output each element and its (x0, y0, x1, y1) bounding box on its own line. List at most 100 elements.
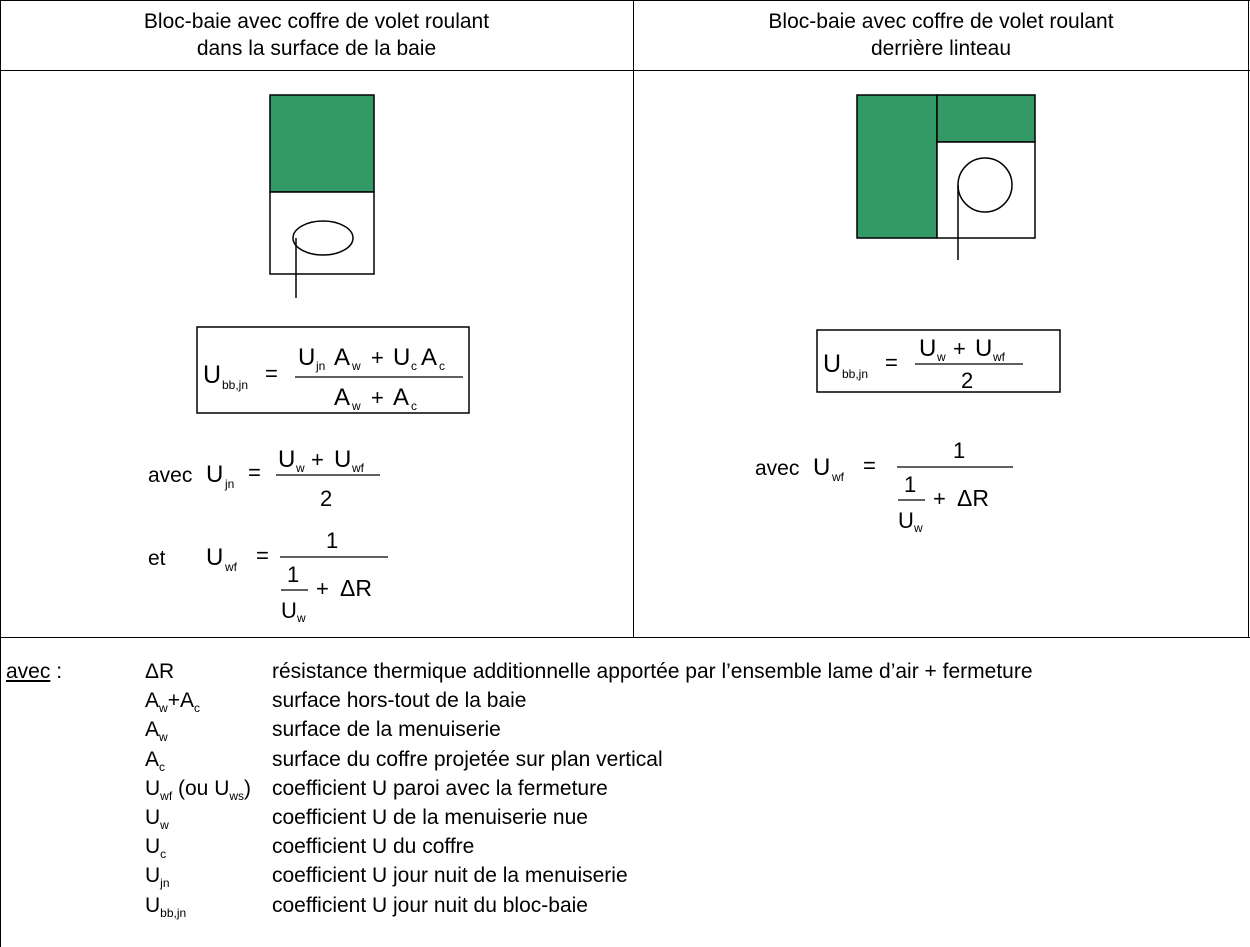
left-window-handle-icon (292, 220, 354, 256)
header-divider (0, 70, 1250, 71)
legend-intro-word: avec (6, 660, 51, 683)
left-main-formula-box (196, 326, 470, 414)
svg-text:jn: jn (315, 359, 325, 373)
svg-text:U: U (206, 544, 223, 571)
header-left-line2: dans la surface de la baie (196, 37, 437, 60)
svg-text:w: w (351, 359, 361, 373)
svg-text:A: A (393, 384, 409, 411)
svg-text:2: 2 (961, 368, 973, 393)
svg-text:1: 1 (904, 472, 916, 497)
legend-symbol: Ujn (145, 864, 170, 891)
table-border-left (0, 0, 1, 947)
svg-text:+: + (316, 576, 329, 601)
right-wall-green (856, 94, 938, 239)
svg-text:U: U (298, 344, 315, 371)
legend-symbol: Ubb,jn (145, 893, 187, 920)
svg-text:U: U (393, 344, 410, 371)
svg-text:=: = (248, 460, 261, 485)
legend-symbol: Ac (145, 747, 166, 774)
svg-text:A: A (334, 344, 350, 371)
legend-description: coefficient U paroi avec la fermeture (272, 776, 608, 800)
left-main-formula: U bb,jn = U jn A w + U c A c A w + A c (196, 326, 470, 414)
legend-intro-colon: : (56, 660, 63, 683)
body-divider (0, 637, 1250, 638)
lhs-sub: bb,jn (222, 378, 248, 392)
legend-symbol: Aw (145, 718, 168, 745)
svg-text:jn: jn (224, 477, 234, 491)
legend-description: surface du coffre projetée sur plan vert… (272, 747, 663, 771)
lhs-U: U (203, 361, 221, 389)
header-right-line2: derrière linteau (870, 37, 1012, 60)
legend-description: surface de la menuiserie (272, 718, 501, 742)
svg-text:wf: wf (224, 560, 238, 574)
legend-description: surface hors-tout de la baie (272, 689, 527, 713)
legend-symbol: Uc (145, 835, 167, 862)
right-uwf-formula: avec U wf = 1 1 U w + ΔR (755, 438, 1013, 535)
left-bay-diagram (269, 94, 375, 298)
svg-text:1: 1 (287, 562, 299, 587)
svg-text:=: = (885, 350, 898, 375)
svg-text:ΔR: ΔR (340, 575, 372, 601)
svg-text:+: + (371, 385, 384, 410)
svg-text:c: c (439, 359, 445, 373)
lhs-eq: = (265, 361, 278, 386)
svg-text:1: 1 (953, 438, 965, 463)
right-main-formula: U bb,jn = U w + U wf 2 (816, 329, 1061, 393)
left-window-frame (269, 191, 375, 275)
header-right-line1: Bloc-baie avec coffre de volet roulant (768, 10, 1114, 33)
column-divider (633, 0, 634, 637)
svg-text:w: w (936, 350, 946, 364)
table-border-top (0, 0, 1250, 1)
svg-text:U: U (975, 335, 992, 362)
header-left-line1: Bloc-baie avec coffre de volet roulant (143, 10, 490, 33)
svg-text:wf: wf (831, 470, 845, 484)
svg-text:w: w (913, 521, 923, 535)
svg-text:=: = (256, 543, 269, 568)
svg-text:w: w (296, 611, 306, 625)
svg-text:w: w (351, 399, 361, 413)
svg-text:U: U (813, 454, 830, 481)
table-border-right (1248, 0, 1249, 637)
svg-text:avec: avec (148, 464, 192, 487)
svg-text:wf: wf (992, 350, 1006, 364)
svg-text:U: U (334, 446, 351, 473)
svg-text:A: A (334, 384, 350, 411)
header-right: Bloc-baie avec coffre de volet roulant d… (634, 8, 1248, 62)
svg-text:w: w (295, 461, 305, 475)
svg-text:U: U (206, 461, 223, 488)
right-bay-diagram (856, 94, 1036, 260)
svg-text:=: = (863, 453, 876, 478)
right-lintel-box (936, 94, 1036, 143)
legend-symbol: Uwf (ou Uws) (145, 776, 252, 803)
legend-description: coefficient U jour nuit de la menuiserie (272, 864, 628, 888)
legend-description: coefficient U jour nuit du bloc-baie (272, 893, 588, 917)
svg-text:+: + (953, 336, 966, 361)
header-left: Bloc-baie avec coffre de volet roulant d… (0, 8, 633, 62)
svg-text:A: A (421, 344, 437, 371)
svg-text:c: c (411, 359, 417, 373)
svg-text:U: U (823, 350, 841, 378)
legend-symbol: Uw (145, 806, 169, 832)
legend-symbol: ΔR (145, 660, 175, 683)
svg-text:ΔR: ΔR (957, 485, 989, 511)
svg-text:2: 2 (320, 486, 332, 511)
svg-text:+: + (371, 345, 384, 370)
svg-text:wf: wf (351, 461, 365, 475)
legend-description: résistance thermique additionnelle appor… (272, 660, 1033, 683)
svg-text:1: 1 (326, 528, 338, 553)
svg-text:avec: avec (755, 457, 799, 480)
svg-text:+: + (311, 447, 324, 472)
legend-description: coefficient U de la menuiserie nue (272, 806, 588, 829)
right-window-frame (936, 141, 1036, 239)
legend-symbol: Aw+Ac (145, 689, 200, 716)
right-main-formula-box (816, 329, 1061, 393)
left-ujn-formula: avec U jn = U w + U wf 2 (148, 446, 380, 511)
svg-text:U: U (278, 446, 295, 473)
svg-text:U: U (898, 508, 914, 533)
svg-text:U: U (919, 335, 936, 362)
svg-text:c: c (411, 399, 417, 413)
left-uwf-formula: et U wf = 1 1 U w + ΔR (148, 528, 388, 625)
svg-text:U: U (281, 598, 297, 623)
svg-text:+: + (933, 486, 946, 511)
